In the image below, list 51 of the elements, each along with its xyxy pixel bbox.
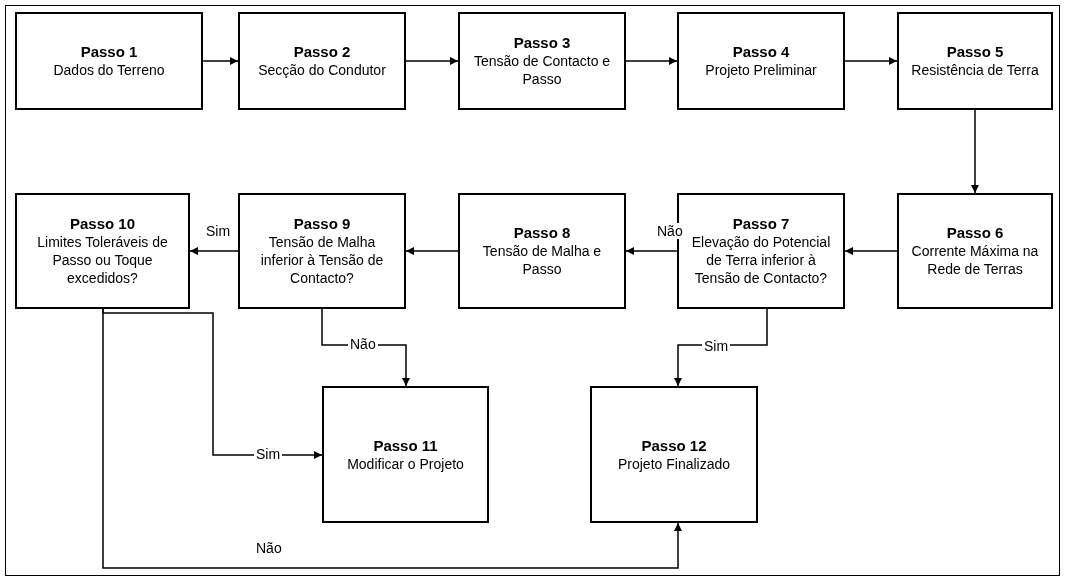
arrow	[625, 247, 678, 255]
step-description: Tensão de Malha e Passo	[481, 242, 603, 278]
step-description: Corrente Máxima na Rede de Terras	[910, 242, 1040, 278]
process-box	[238, 193, 406, 309]
edge-label: Não	[348, 336, 378, 352]
step-description: Modificar o Projeto	[347, 454, 464, 473]
step-title: Passo 6	[946, 224, 1004, 242]
step-title: Passo 12	[641, 436, 707, 455]
step-description: Resistência de Terra	[911, 61, 1039, 79]
step-description: Secção do Condutor	[258, 61, 386, 79]
arrow	[202, 57, 239, 65]
step-title: Passo 9	[293, 215, 351, 233]
step-title: Passo 3	[513, 34, 571, 52]
arrow	[405, 57, 459, 65]
step-description: Tensão de Malha inferior à Tensão de Contacto?	[259, 233, 385, 287]
process-box	[15, 12, 203, 110]
process-box	[15, 193, 190, 309]
step-title: Passo 8	[513, 224, 571, 242]
step-title: Passo 2	[293, 43, 351, 61]
arrow	[625, 57, 678, 65]
step-title: Passo 1	[80, 43, 138, 61]
step-title: Passo 7	[732, 215, 790, 233]
edge-label: Sim	[254, 446, 283, 462]
arrow	[405, 247, 459, 255]
step-description: Projeto Preliminar	[705, 61, 817, 79]
edge-label: Sim	[702, 338, 731, 354]
arrow	[844, 247, 898, 255]
arrow	[971, 109, 979, 194]
process-box	[238, 12, 406, 110]
process-box	[322, 386, 489, 523]
edge-label: Não	[254, 540, 284, 556]
process-box	[677, 12, 845, 110]
step-title: Passo 4	[732, 43, 790, 61]
process-box	[458, 12, 626, 110]
process-box	[897, 193, 1053, 309]
step-title: Passo 5	[946, 43, 1004, 61]
arrow	[844, 57, 898, 65]
step-description: Tensão de Contacto e Passo	[472, 52, 612, 88]
arrow	[102, 308, 682, 569]
edge-label: Sim	[204, 223, 233, 239]
process-box	[458, 193, 626, 309]
step-title: Passo 10	[69, 215, 135, 233]
step-description: Dados do Terreno	[53, 61, 165, 79]
step-description: Elevação do Potencial de Terra inferior à Tensão de Contacto?	[690, 233, 832, 287]
process-box	[590, 386, 758, 523]
step-title: Passo 11	[373, 436, 438, 455]
step-description: Projeto Finalizado	[617, 454, 731, 473]
process-box	[897, 12, 1053, 110]
step-description: Limites Toleráveis de Passo ou Toque excedidos?	[36, 233, 169, 287]
arrow	[189, 247, 239, 255]
edge-label: Não	[655, 223, 685, 239]
